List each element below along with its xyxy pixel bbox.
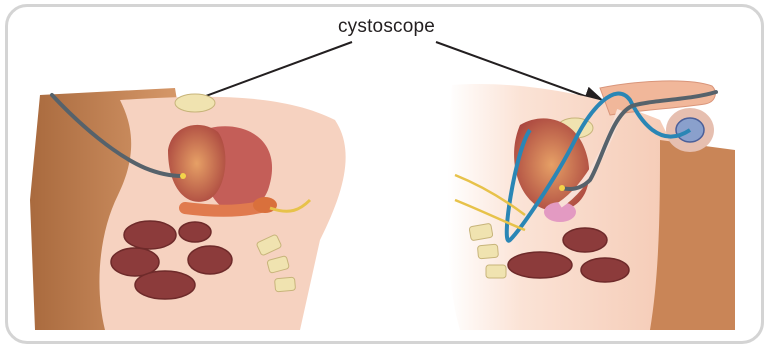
male-pelvis-figure <box>447 81 735 330</box>
illustration <box>0 0 773 335</box>
female-pubic-bone <box>175 94 215 112</box>
male-thigh <box>650 140 735 330</box>
female-pelvis-figure <box>30 88 346 330</box>
